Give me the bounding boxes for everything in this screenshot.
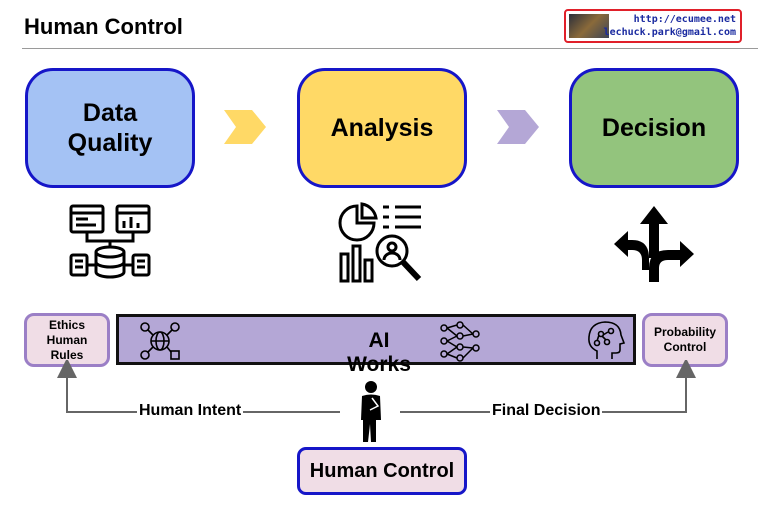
thinking-person-icon (361, 381, 381, 442)
probability-control-box: Probability Control (642, 313, 728, 367)
analytics-search-icon (338, 202, 422, 283)
stage-analysis: Analysis (297, 68, 467, 188)
neural-network-icon (440, 321, 480, 362)
brand-thumbnail (569, 14, 609, 38)
stage-arrow-2 (497, 110, 539, 144)
ai-head-icon (588, 321, 626, 359)
final-decision-label: Final Decision (490, 402, 603, 420)
ai-works-bar: AI Works (116, 314, 636, 376)
stage-data-quality: Data Quality (25, 68, 195, 188)
ethics-rules-box: Ethics Human Rules (24, 313, 110, 367)
stage-label: Decision (601, 114, 707, 142)
data-flow-icon (69, 204, 151, 279)
direction-arrows-icon (614, 206, 694, 282)
stage-label: Analysis (330, 114, 434, 142)
stage-label: Data Quality (67, 99, 153, 157)
probability-control-label: Probability Control (653, 325, 716, 354)
human-intent-connector (57, 360, 340, 413)
brand-email[interactable]: lechuck.park@gmail.com (603, 27, 736, 38)
human-control-label: Human Control (309, 459, 455, 482)
human-control-box: Human Control (297, 447, 467, 495)
network-globe-icon (140, 322, 180, 360)
ai-works-label: AI Works (347, 329, 411, 376)
title-divider (22, 48, 758, 49)
ethics-rules-label: Ethics Human Rules (46, 317, 88, 362)
stage-decision: Decision (569, 68, 739, 188)
human-intent-label: Human Intent (137, 402, 244, 420)
brand-badge: http://ecumee.net lechuck.park@gmail.com (564, 9, 742, 43)
page-title: Human Control (24, 14, 183, 39)
brand-url[interactable]: http://ecumee.net (633, 14, 736, 25)
stage-arrow-1 (224, 110, 266, 144)
